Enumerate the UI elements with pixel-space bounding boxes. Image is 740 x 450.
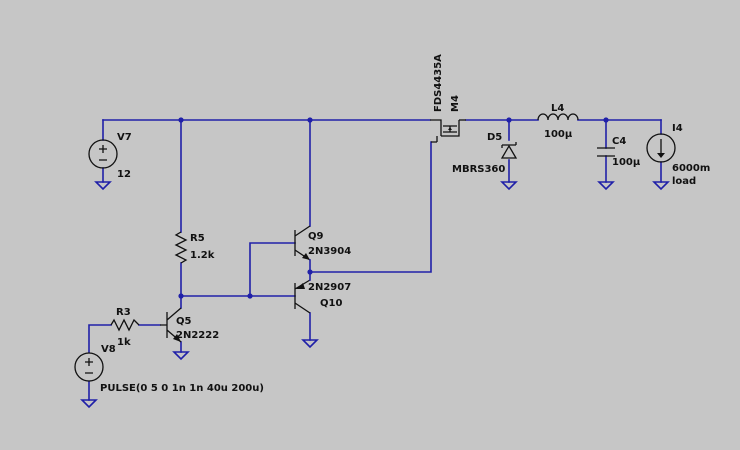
npn-transistor-icon [160, 307, 182, 343]
pnp-transistor-icon [294, 279, 311, 314]
c4-name: C4 [612, 136, 626, 147]
inductor-l4[interactable]: L4 100μ [537, 103, 579, 140]
ground-icon [652, 181, 670, 191]
wire-v8-r3 [88, 324, 112, 353]
ground-icon [597, 181, 615, 191]
v7-name: V7 [117, 132, 132, 143]
c4-value: 100μ [612, 157, 641, 168]
voltage-source-icon [88, 139, 118, 169]
q9-name: Q9 [308, 231, 324, 242]
junction-dot [603, 117, 609, 123]
r3-name: R3 [116, 307, 131, 318]
l4-value: 100μ [544, 129, 573, 140]
pmos-icon [430, 119, 442, 143]
q10-value: 2N2907 [308, 282, 351, 293]
transistor-q5[interactable]: Q5 2N2222 [160, 307, 219, 343]
voltage-source-icon [74, 352, 104, 382]
q9-value: 2N3904 [308, 246, 351, 257]
junction-dot [307, 117, 313, 123]
i4-name: I4 [672, 123, 683, 134]
transistor-q9[interactable]: Q9 2N3904 [294, 225, 351, 273]
capacitor-c4[interactable]: C4 100μ [597, 136, 641, 168]
diode-d5[interactable]: D5 MBRS360 [452, 132, 518, 175]
wire-base-up [249, 242, 296, 297]
wire-emitter-gate [309, 141, 432, 273]
current-source-icon [646, 133, 676, 163]
junction-dot [178, 117, 184, 123]
resistor-r5[interactable]: R5 1.2k [174, 231, 215, 264]
capacitor-icon [597, 147, 615, 157]
q5-value: 2N2222 [176, 330, 219, 341]
r5-value: 1.2k [190, 250, 215, 261]
i4-extra: load [672, 176, 696, 187]
r3-value: 1k [117, 337, 131, 348]
ground-symbols [80, 181, 670, 409]
wires [88, 119, 662, 401]
d5-name: D5 [487, 132, 502, 143]
junction-dot [247, 293, 253, 299]
junctions [178, 117, 609, 299]
ground-icon [301, 339, 319, 349]
ground-icon [80, 399, 98, 409]
inductor-icon [537, 113, 579, 121]
l4-name: L4 [551, 103, 564, 114]
v7-value: 12 [117, 169, 131, 180]
i4-value: 6000m [672, 163, 710, 174]
resistor-icon [174, 231, 188, 264]
source-v8[interactable]: V8 PULSE(0 5 0 1n 1n 40u 200u) [74, 344, 264, 394]
v8-name: V8 [101, 344, 116, 355]
junction-dot [506, 117, 512, 123]
q5-name: Q5 [176, 316, 192, 327]
diode-icon [500, 144, 518, 159]
d5-value: MBRS360 [452, 164, 505, 175]
m4-value: FDS4435A [433, 54, 444, 112]
resistor-icon [110, 318, 140, 332]
r5-name: R5 [190, 233, 205, 244]
m4-name: M4 [450, 95, 461, 112]
current-source-i4[interactable]: I4 6000m load [646, 123, 710, 187]
junction-dot [178, 293, 184, 299]
npn-transistor-icon [294, 225, 311, 261]
resistor-r3[interactable]: R3 1k [110, 307, 140, 348]
q10-name: Q10 [320, 298, 342, 309]
ground-icon [94, 181, 112, 191]
source-v7[interactable]: V7 12 [88, 132, 132, 180]
transistor-q10[interactable]: 2N2907 Q10 [294, 271, 351, 314]
v8-value: PULSE(0 5 0 1n 1n 40u 200u) [100, 383, 264, 394]
mosfet-m4[interactable]: FDS4435A M4 [430, 54, 466, 143]
ground-icon [172, 351, 190, 361]
ground-icon [500, 181, 518, 191]
